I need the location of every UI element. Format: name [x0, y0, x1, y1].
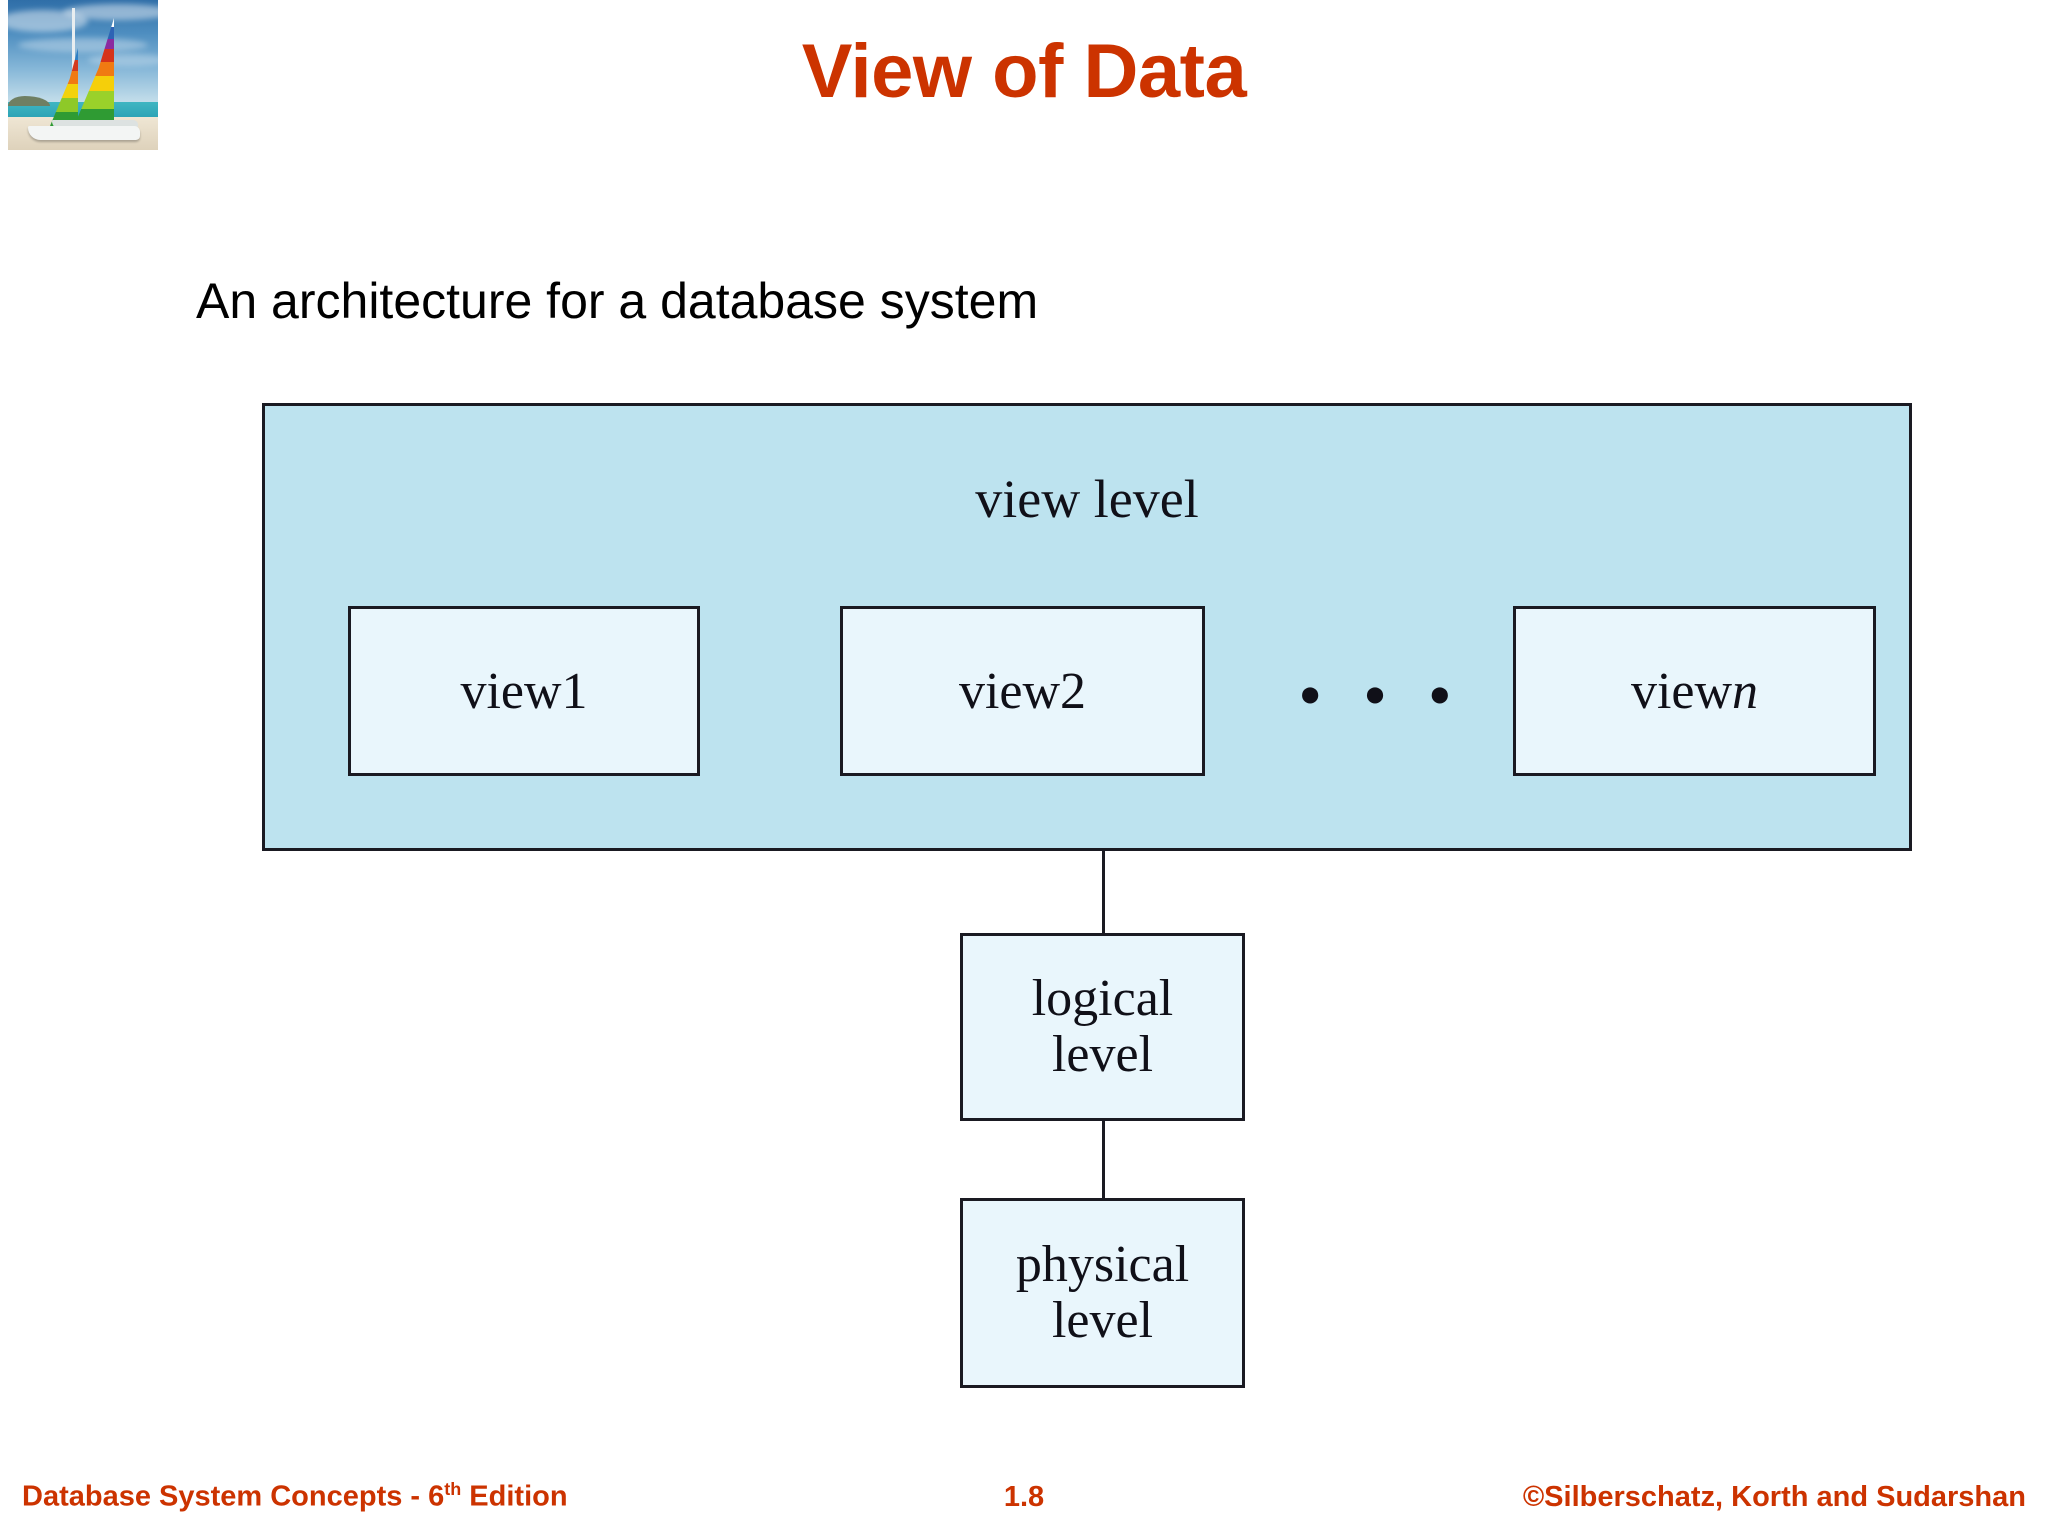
logo-cloud — [63, 4, 158, 20]
view-n-label-suffix: n — [1732, 662, 1759, 720]
footer-edition-tail: Edition — [461, 1481, 568, 1513]
sailboat-logo — [8, 0, 158, 150]
logo-cloud — [18, 38, 148, 52]
footer-page-number: 1.8 — [1003, 1481, 1045, 1513]
connector-view-to-logical — [1102, 851, 1105, 936]
view-2-box: view 2 — [840, 606, 1205, 776]
logo-boat-hull-rear — [52, 120, 138, 129]
view-level-label: view level — [975, 469, 1199, 529]
architecture-diagram: view level view 1 view 2 • • • view n lo… — [262, 403, 1916, 1388]
logical-level-box: logical level — [960, 933, 1245, 1121]
view-n-label-prefix: view — [1630, 662, 1733, 720]
view-level-container: view level view 1 view 2 • • • view n — [262, 403, 1912, 851]
physical-level-box: physical level — [960, 1198, 1245, 1388]
logical-level-label-line2: level — [1051, 1026, 1154, 1083]
footer-copyright: ©Silberschatz, Korth and Sudarshan — [1522, 1481, 2026, 1513]
footer-edition-superscript: th — [444, 1479, 462, 1500]
page-title: View of Data — [801, 29, 1247, 114]
logo-land — [8, 96, 50, 106]
footer-book-title: Database System Concepts - 6th Edition — [22, 1479, 568, 1514]
logo-boat-hull — [28, 126, 140, 140]
footer-book-title-text: Database System Concepts - 6 — [22, 1481, 445, 1513]
logo-cloud — [8, 10, 88, 32]
view-n-box: view n — [1513, 606, 1876, 776]
view-1-label-prefix: view — [460, 662, 562, 720]
physical-level-label-line2: level — [1051, 1292, 1154, 1349]
ellipsis-icon: • • • — [1298, 657, 1464, 733]
subtitle-text: An architecture for a database system — [196, 273, 1039, 329]
logo-sky — [8, 0, 158, 111]
connector-logical-to-physical — [1102, 1118, 1105, 1198]
logical-level-label-line1: logical — [1031, 969, 1174, 1027]
view-2-label-prefix: view — [958, 662, 1061, 720]
view-1-label-suffix: 1 — [561, 662, 588, 720]
physical-level-label-line1: physical — [1015, 1235, 1190, 1293]
view-2-label-suffix: 2 — [1060, 662, 1087, 720]
view-1-box: view 1 — [348, 606, 700, 776]
